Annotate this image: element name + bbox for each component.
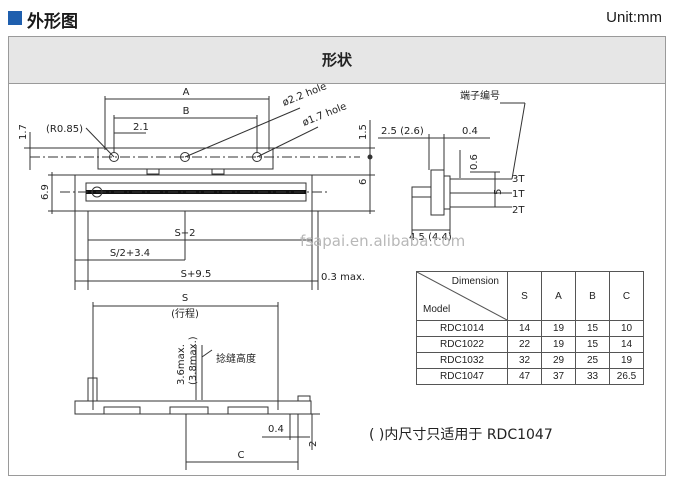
column-header: A	[541, 271, 576, 321]
table-row: RDC1032 32 29 25 19	[416, 352, 644, 369]
seam-height-label: 捻缝高度	[216, 352, 256, 365]
radius-label: (R0.85)	[46, 124, 83, 135]
slider-body	[74, 174, 313, 212]
dim-04-side: 0.4	[462, 126, 478, 137]
dim-06: 0.6	[469, 154, 480, 170]
column-header: B	[575, 271, 610, 321]
terminal-number-label: 端子编号	[460, 89, 500, 102]
dim-2: 2	[308, 441, 319, 447]
watermark: fsapai.en.alibaba.com	[300, 232, 465, 250]
terminal-1t: 1T	[512, 189, 525, 200]
side-body	[430, 169, 445, 216]
dim-03max: 0.3 max.	[321, 272, 365, 283]
terminal-3t: 3T	[512, 174, 525, 185]
dimension-header: Dimension	[451, 276, 499, 287]
value-cell: 29	[541, 352, 576, 369]
value-cell: 25	[575, 352, 610, 369]
dim-c: C	[238, 450, 245, 461]
section-marker	[8, 11, 22, 25]
dim-15: 1.5	[358, 124, 369, 140]
travel-label: (行程)	[171, 307, 199, 320]
model-cell: RDC1014	[416, 320, 508, 337]
dim-17: 1.7	[18, 124, 29, 140]
dim-a: A	[183, 87, 190, 98]
drawing-panel: 形状	[8, 36, 666, 476]
dim-45: 4.5 (4.4)	[409, 232, 452, 243]
value-cell: 37	[541, 368, 576, 385]
panel-title: 形状	[321, 51, 352, 69]
model-cell: RDC1022	[416, 336, 508, 353]
dim-s-plus-2: S+2	[174, 228, 195, 239]
value-cell: 14	[609, 336, 644, 353]
value-cell: 19	[541, 320, 576, 337]
value-cell: 19	[609, 352, 644, 369]
table-row: RDC1014 14 19 15 10	[416, 320, 644, 337]
dim-s-front: S	[182, 293, 188, 304]
value-cell: 10	[609, 320, 644, 337]
value-cell: 33	[575, 368, 610, 385]
value-cell: 15	[575, 336, 610, 353]
dimension-table: Dimension Model S A B C RDC1014 14 19 15…	[416, 271, 644, 385]
unit-label: Unit:mm	[606, 9, 662, 26]
value-cell: 14	[507, 320, 542, 337]
dim-21: 2.1	[133, 122, 149, 133]
dim-04-front: 0.4	[268, 424, 284, 435]
dim-s-half: S/2+3.4	[110, 248, 150, 259]
value-cell: 22	[507, 336, 542, 353]
value-cell: 47	[507, 368, 542, 385]
column-header: S	[507, 271, 542, 321]
max-36: 3.6max.	[176, 344, 187, 385]
dim-25: 2.5 (2.6)	[381, 126, 424, 137]
model-cell: RDC1047	[416, 368, 508, 385]
model-header: Model	[423, 304, 451, 315]
max-38: (3.8max.)	[188, 336, 199, 385]
table-row: RDC1022 22 19 15 14	[416, 336, 644, 353]
dim-6: 6	[358, 179, 369, 185]
section-title: 外形图	[27, 12, 78, 32]
mounting-plate	[97, 147, 274, 170]
value-cell: 19	[541, 336, 576, 353]
dim-69: 6.9	[40, 184, 51, 200]
model-cell: RDC1032	[416, 352, 508, 369]
terminal-2t: 2T	[512, 205, 525, 216]
table-row: RDC1047 47 37 33 26.5	[416, 368, 644, 385]
hole-17-label: ø1.7 hole	[301, 101, 348, 129]
dim-s-plus-95: S+9.5	[181, 269, 212, 280]
table-corner-cell: Dimension Model	[416, 271, 508, 321]
footnote: ( )内尺寸只适用于 RDC1047	[369, 427, 553, 443]
column-header: C	[609, 271, 644, 321]
dim-5: 5	[493, 189, 504, 195]
panel-header: 形状	[9, 37, 665, 84]
hole-22-label: ø2.2 hole	[281, 81, 328, 109]
value-cell: 32	[507, 352, 542, 369]
value-cell: 15	[575, 320, 610, 337]
dim-b: B	[183, 106, 190, 117]
value-cell: 26.5	[609, 368, 644, 385]
